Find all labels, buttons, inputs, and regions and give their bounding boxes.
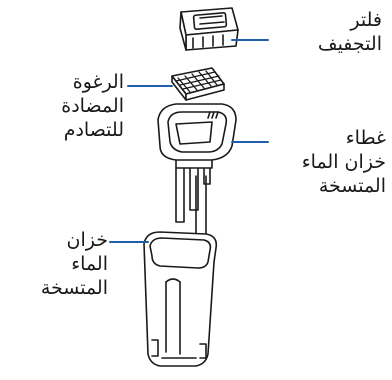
- label-foam-line3: للتصادم: [12, 118, 124, 142]
- label-tank-cover-line2: خزان الماء: [270, 150, 386, 174]
- label-foam-line2: المضادة: [12, 94, 124, 118]
- label-tank-cover-line1: غطاء: [270, 126, 386, 150]
- label-drying-filter-line1: فلتر: [272, 8, 382, 32]
- label-dirty-water-tank: خزان الماء المتسخة: [6, 228, 108, 300]
- label-drying-filter-line2: التجفيف: [272, 32, 382, 56]
- anti-collision-foam-part: [172, 68, 224, 100]
- label-foam-line1: الرغوة: [12, 70, 124, 94]
- label-tank-line2: الماء: [6, 252, 108, 276]
- label-tank-cover-line3: المتسخة: [270, 174, 386, 198]
- tank-cover-part: [158, 104, 236, 240]
- label-tank-line3: المتسخة: [6, 276, 108, 300]
- label-anti-collision-foam: الرغوة المضادة للتصادم: [12, 70, 124, 142]
- dirty-water-tank-part: [144, 232, 216, 366]
- label-tank-line1: خزان: [6, 228, 108, 252]
- label-tank-cover: غطاء خزان الماء المتسخة: [270, 126, 386, 198]
- label-drying-filter: فلتر التجفيف: [272, 8, 382, 56]
- drying-filter-part: [180, 8, 238, 50]
